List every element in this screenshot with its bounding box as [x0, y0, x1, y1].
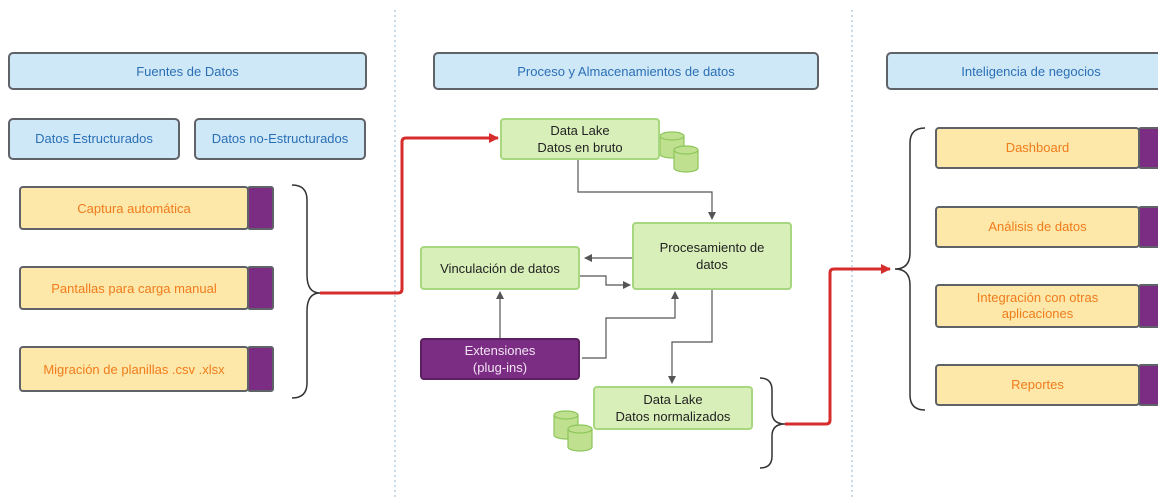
source-tag — [247, 266, 274, 310]
source-item: Captura automática — [19, 186, 249, 230]
unstructured-data-box: Datos no-Estructurados — [194, 118, 366, 160]
output-tag — [1138, 127, 1158, 169]
reports-label: Reportes — [1011, 377, 1064, 392]
arrow-extensions-to-processing — [582, 291, 679, 359]
analysis-label: Análisis de datos — [988, 219, 1087, 234]
source-item-label: Migración de planillas .csv .xlsx — [43, 361, 225, 377]
sources-brace — [291, 184, 321, 399]
extensions-subtitle: (plug-ins) — [472, 360, 528, 375]
analysis-box: Análisis de datos — [935, 206, 1140, 248]
normalized-data-lake-title: Data Lake — [643, 392, 703, 407]
flow-sources-to-rawlake — [320, 133, 499, 295]
bi-column-header-label: Inteligencia de negocios — [961, 63, 1101, 79]
data-processing-line2: datos — [696, 257, 728, 272]
normalized-data-lake: Data Lake Datos normalizados — [593, 386, 753, 430]
integration-line2: aplicaciones — [1001, 306, 1074, 321]
extensions-title: Extensiones — [464, 343, 536, 358]
data-linking: Vinculación de datos — [420, 246, 580, 290]
output-tag — [1138, 206, 1158, 248]
data-linking-label: Vinculación de datos — [440, 260, 560, 276]
source-item-label: Captura automática — [77, 200, 191, 216]
bi-column-header: Inteligencia de negocios — [886, 52, 1158, 90]
raw-data-lake: Data Lake Datos en bruto — [500, 118, 660, 160]
output-tag — [1138, 364, 1158, 406]
structured-data-label: Datos Estructurados — [35, 131, 153, 146]
process-column-header: Proceso y Almacenamientos de datos — [433, 52, 819, 90]
source-tag — [247, 346, 274, 392]
sources-column-header: Fuentes de Datos — [8, 52, 367, 90]
output-tag — [1138, 284, 1158, 328]
arrow-processing-to-normlake — [668, 290, 713, 384]
dashboard-box: Dashboard — [935, 127, 1140, 169]
unstructured-data-label: Datos no-Estructurados — [211, 131, 349, 146]
process-column-header-label: Proceso y Almacenamientos de datos — [517, 63, 735, 79]
data-processing-line1: Procesamiento de — [659, 240, 765, 255]
integration-line1: Integración con otras — [976, 290, 1099, 305]
raw-data-lake-title: Data Lake — [550, 123, 610, 138]
source-item: Pantallas para carga manual — [19, 266, 249, 310]
reports-box: Reportes — [935, 364, 1140, 406]
raw-data-lake-subtitle: Datos en bruto — [537, 140, 623, 155]
integration-box: Integración con otras aplicaciones — [935, 284, 1140, 328]
arrow-linking-to-processing — [580, 275, 631, 289]
arrow-rawlake-to-processing — [577, 160, 716, 220]
source-item-label: Pantallas para carga manual — [51, 280, 217, 296]
sources-column-header-label: Fuentes de Datos — [136, 63, 239, 79]
normlake-brace — [759, 377, 786, 469]
source-item: Migración de planillas .csv .xlsx — [19, 346, 249, 392]
data-processing: Procesamiento de datos — [632, 222, 792, 290]
normalized-data-lake-subtitle: Datos normalizados — [615, 409, 731, 424]
dashboard-label: Dashboard — [1005, 140, 1070, 155]
database-icon — [553, 410, 593, 452]
structured-data-box: Datos Estructurados — [8, 118, 180, 160]
flow-normlake-to-bi — [785, 264, 891, 426]
bi-brace — [894, 127, 926, 411]
database-icon — [659, 131, 699, 173]
source-tag — [247, 186, 274, 230]
extensions-plugins: Extensiones (plug-ins) — [420, 338, 580, 380]
